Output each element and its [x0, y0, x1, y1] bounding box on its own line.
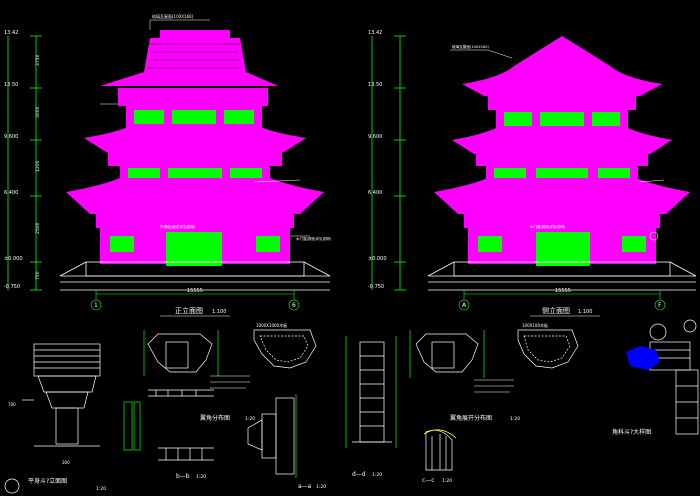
detail-profile-1: [253, 329, 317, 369]
side-level-mark-6: -0.750: [368, 284, 384, 290]
front-lower-roof: [66, 178, 324, 214]
front-level-mark-5: ±0.000: [4, 256, 23, 262]
front-axis-bubble-right: [288, 299, 300, 311]
detail-section-a: [247, 397, 295, 475]
front-axis-line: [95, 290, 295, 300]
detail-bracket-front: [22, 343, 101, 447]
side-elevation-title: 侧立面图: [542, 306, 570, 315]
front-ground-floor: [96, 214, 294, 266]
side-level-mark-4: 6.400: [368, 190, 382, 196]
front-door-note: 木门窗(颜色详见说明): [296, 236, 332, 241]
detail-bracket-plan-title: 翼角展开分布图: [450, 414, 492, 422]
side-total-dim: 15555: [555, 288, 571, 294]
front-total-dim: 15555: [187, 288, 203, 294]
detail-section-a-label: a—a: [298, 483, 312, 490]
side-level-mark-5: ±0.000: [368, 256, 387, 262]
side-axis-label-left: A: [462, 302, 467, 309]
side-axis-label-right: F: [658, 302, 662, 309]
front-vdim-1: 3750: [35, 54, 41, 66]
detail-bracket-layout-scale: 1:20: [245, 416, 255, 422]
side-elevation-scale: 1:100: [578, 309, 592, 315]
front-wall-note: 外墙面(做法详见建施): [160, 224, 196, 229]
detail-note-block-1: [210, 375, 250, 389]
detail-bracket-plan-cut: [409, 330, 485, 378]
side-roof-note: 琉璃瓦屋面(100X160): [452, 44, 490, 49]
side-base-terrace: [427, 261, 697, 291]
detail-section-c-accent: [423, 429, 457, 439]
front-window-1b: [256, 236, 280, 252]
detail-bracket-layout: [147, 333, 214, 397]
front-level-mark-1: 13.42: [4, 30, 18, 36]
detail-note-block-2: [474, 379, 514, 393]
front-vdim-4: 2500: [35, 222, 41, 234]
detail-section-c-label: c—c: [422, 477, 435, 484]
detail-section-a-scale: 1:20: [316, 484, 326, 490]
side-axis-bubble-right: [654, 299, 666, 311]
side-leaders: [450, 49, 665, 183]
front-middle-roof: [84, 124, 306, 152]
detail-profile-2-note: 100X100木板: [522, 322, 548, 328]
detail-profile-1-note: 1000X1000木板: [256, 322, 287, 328]
detail-bracket-front-title: 平身斗?立面图: [28, 477, 67, 485]
detail-section-c-scale: 1:20: [442, 478, 452, 484]
front-axis-bubble-left: [90, 299, 102, 311]
detail-section-strips: [123, 401, 141, 451]
front-main-door: [166, 232, 222, 266]
detail-corner-bracket-title: 角科斗?大样图: [612, 428, 651, 436]
side-dimension-chain: [371, 35, 406, 291]
detail-section-d-cut: [345, 336, 397, 448]
front-window-1a: [110, 236, 134, 252]
side-door-note: 木门窗(颜色详见说明): [530, 224, 566, 229]
detail-section-d-scale: 1:20: [372, 472, 382, 478]
detail-bracket-front-bubble: [4, 478, 20, 494]
front-leaders: [100, 19, 310, 237]
detail-section-d: [352, 341, 392, 443]
detail-bracket-layout-cut: [143, 330, 219, 376]
side-middle-roof: [452, 126, 672, 154]
front-top-roof: [100, 30, 278, 86]
detail-profile-2: [517, 329, 579, 369]
front-level-mark-6: -0.750: [4, 284, 20, 290]
detail-bracket-front-dim: 700: [8, 402, 16, 407]
front-vdim-3: 1200: [35, 160, 41, 172]
front-elevation-scale: 1:100: [212, 309, 226, 315]
front-axis-label-right: 6: [292, 302, 296, 309]
front-axis-label-left: 1: [94, 302, 98, 309]
detail-section-b-label: b—b: [176, 473, 190, 480]
detail-section-b: [158, 447, 214, 461]
front-level-mark-3: 9.600: [4, 134, 18, 140]
side-section-marker: [649, 231, 659, 241]
side-level-mark-3: 9.600: [368, 134, 382, 140]
front-dimension-chain: [7, 35, 42, 291]
detail-bracket-layout-title: 翼角分布图: [200, 414, 230, 422]
detail-bracket-front-scale: 1:20: [96, 486, 106, 492]
detail-bracket-plan: [415, 333, 479, 373]
front-vdim-5: 750: [35, 271, 41, 280]
detail-section-d-label: d—d: [352, 471, 366, 478]
front-roof-note: 琉璃瓦屋面(100X160): [152, 13, 194, 19]
detail-corner-bracket: [649, 319, 699, 435]
front-elevation-title: 正立面图: [175, 306, 203, 315]
side-axis-bubble-left: [458, 299, 470, 311]
front-elevation: 13.42 13.50 9.600 6.400 ±0.000 -0.750 37…: [4, 13, 332, 317]
detail-section-b-scale: 1:20: [196, 474, 206, 480]
detail-bracket-front-dim-bottom: 300: [62, 460, 70, 465]
detail-bracket-plan-scale: 1:20: [510, 416, 520, 422]
front-level-mark-4: 6.400: [4, 190, 18, 196]
side-top-roof: [462, 36, 662, 96]
side-level-mark-1: 13.42: [368, 30, 382, 36]
front-level-mark-2: 13.50: [4, 82, 18, 88]
front-vdim-2: 3000: [35, 106, 41, 118]
side-level-mark-2: 13.50: [368, 82, 382, 88]
side-elevation: 13.42 13.50 9.600 6.400 ±0.000 -0.750: [368, 30, 697, 317]
side-axis-line: [463, 290, 661, 300]
detail-corner-bracket-highlight: [626, 346, 660, 370]
detail-section-c: [425, 429, 453, 471]
side-ground-floor: [464, 214, 660, 266]
front-base-terrace: [59, 261, 331, 291]
side-lower-roof: [434, 178, 690, 214]
